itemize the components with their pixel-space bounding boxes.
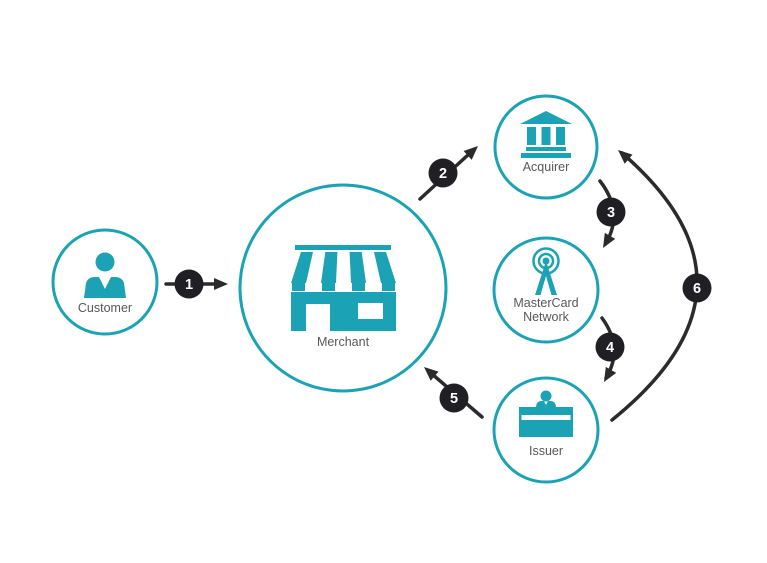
step-number: 3 <box>607 205 615 221</box>
step-badge-2: 2 <box>428 158 458 188</box>
arrowhead-icon <box>604 366 617 382</box>
arrowhead-icon <box>424 367 439 381</box>
step-number: 4 <box>606 340 614 356</box>
issuer-node: Issuer <box>492 376 600 484</box>
step-badge-6: 6 <box>682 273 712 303</box>
acquirer-label: Acquirer <box>523 160 570 174</box>
arrowhead-icon <box>214 278 228 290</box>
broadcast-antenna-icon <box>532 247 560 295</box>
step-badge-1: 1 <box>174 269 204 299</box>
customer-node: Customer <box>51 228 159 336</box>
bank-icon <box>520 111 572 158</box>
person-icon <box>84 252 126 298</box>
arrowhead-icon <box>603 232 616 248</box>
step-number: 5 <box>450 391 458 407</box>
step-number: 1 <box>185 277 193 293</box>
teller-desk-icon <box>519 390 573 437</box>
merchant-circle <box>238 183 448 393</box>
step-number: 6 <box>693 281 701 297</box>
merchant-label: Merchant <box>317 335 370 349</box>
storefront-icon <box>291 245 396 331</box>
issuer-label: Issuer <box>529 444 563 458</box>
merchant-node: Merchant <box>238 183 448 393</box>
customer-label: Customer <box>78 301 132 315</box>
step-number: 2 <box>439 166 447 182</box>
step-badge-4: 4 <box>595 332 625 362</box>
customer-circle <box>51 228 159 336</box>
arrowhead-icon <box>618 150 633 164</box>
step-badge-3: 3 <box>596 197 626 227</box>
step-badge-5: 5 <box>439 383 469 413</box>
arrowhead-icon <box>463 146 478 160</box>
acquirer-node: Acquirer <box>493 94 599 200</box>
